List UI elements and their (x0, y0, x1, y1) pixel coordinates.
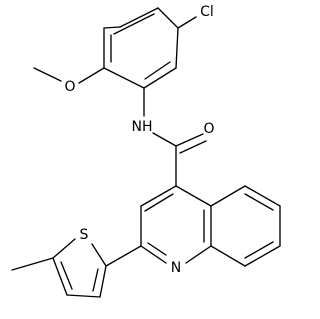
bond (244, 185, 281, 207)
bond (244, 245, 281, 267)
bond (210, 245, 246, 267)
bond (185, 245, 212, 264)
bond (175, 185, 212, 207)
quinoline-benzo-ring (210, 185, 281, 267)
bond (11, 257, 54, 271)
amide-nh-label: NH (132, 119, 153, 135)
bond (210, 185, 246, 207)
bond (143, 67, 177, 89)
bond (175, 133, 204, 147)
bond (66, 294, 101, 298)
bond (177, 16, 197, 29)
chlorine-atom: Cl (200, 4, 214, 20)
bond (33, 67, 62, 82)
methylthiophene-ring (52, 238, 107, 298)
bond (52, 257, 68, 296)
molecule-drawing: Cl O NH O N (11, 4, 281, 298)
double-bond (147, 242, 167, 256)
quinoline-nitrogen-atom: N (171, 260, 181, 276)
bond (78, 67, 105, 84)
bond (175, 27, 179, 69)
bond (105, 245, 142, 267)
double-bond (144, 193, 174, 212)
structure-canvas: Cl O NH O N (11, 4, 281, 298)
carbonyl-oxygen-atom: O (203, 121, 214, 137)
quinoline-pyridine-ring (140, 185, 212, 264)
bond (103, 26, 121, 29)
double-bond (244, 193, 274, 211)
sulfur-atom: S (80, 227, 89, 243)
double-bond (244, 241, 274, 259)
bond (140, 185, 177, 207)
methoxy-oxygen-atom: O (64, 79, 75, 95)
bond (99, 265, 107, 298)
bond (152, 132, 177, 147)
bond (52, 238, 76, 259)
double-bond (144, 61, 171, 80)
double-bond (60, 261, 73, 290)
bond (103, 67, 145, 89)
bond (119, 7, 159, 28)
bond (91, 243, 107, 267)
double-bond (179, 140, 207, 154)
chloromethoxyphenyl-ring (103, 7, 179, 89)
double-bond (92, 268, 99, 292)
double-bond (113, 13, 155, 35)
bond (140, 245, 167, 264)
bond (157, 7, 179, 29)
